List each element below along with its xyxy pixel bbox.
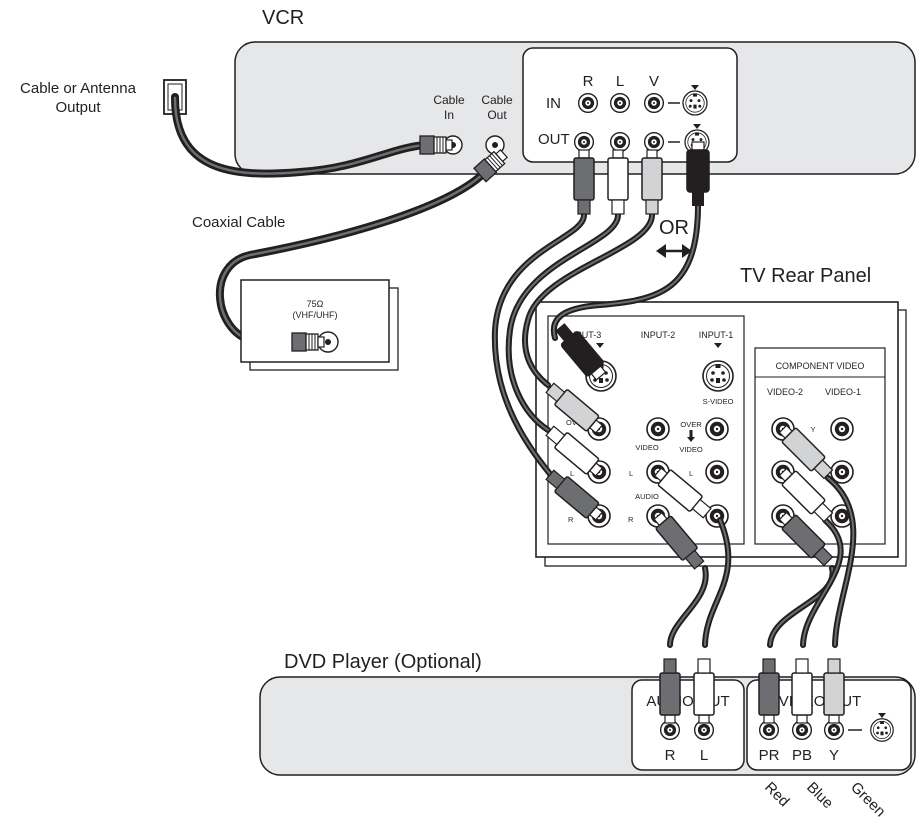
tv-video2-label: VIDEO-2 — [767, 387, 803, 397]
tv-title: TV Rear Panel — [740, 265, 871, 287]
dvd-video-out-label: VIDEO OUT — [779, 693, 862, 710]
tv-video1-label: VIDEO-1 — [825, 387, 861, 397]
vcr-in-v-jack[interactable] — [643, 92, 665, 114]
dvd-pr-label: PR — [759, 747, 780, 764]
tv-video-label: VIDEO — [635, 443, 659, 452]
tv-overvideo-video: VIDEO — [679, 445, 703, 454]
antenna-input-panel: 75Ω (VHF/UHF) — [240, 279, 399, 371]
vcr-col-r: R — [583, 73, 594, 90]
vcr-out-r-jack[interactable] — [573, 131, 595, 153]
dvd-audio-l-plug — [693, 658, 715, 724]
tv-l-label-1: L — [570, 469, 574, 478]
color-label-blue: Blue — [803, 779, 836, 812]
tv-video1-y-jack[interactable] — [830, 417, 854, 441]
dvd-y-plug — [823, 658, 845, 724]
tv-input1-audio-l-jack[interactable] — [705, 460, 729, 484]
vcr-col-l: L — [616, 73, 624, 90]
dvd-audio-r-plug — [659, 658, 681, 724]
tv-input1-video-jack[interactable] — [705, 417, 729, 441]
vcr-unit: VCR Cable In Cable Out R L V IN OUT — [234, 7, 916, 175]
antenna-panel-ohm: 75Ω — [307, 299, 324, 309]
rca-cables-vcr-tv — [491, 202, 701, 483]
vcr-in-l-jack[interactable] — [609, 92, 631, 114]
vcr-cable-out-label-2: Out — [487, 108, 507, 122]
vcr-out-l-jack[interactable] — [609, 131, 631, 153]
tv-input2-video-jack[interactable] — [646, 417, 670, 441]
coax-label: Coaxial Cable — [192, 214, 285, 231]
vcr-out-svideo-plug — [686, 141, 710, 207]
vcr-out-v-plug — [641, 149, 663, 215]
or-label: OR — [659, 217, 689, 239]
tv-l-label-3: L — [689, 469, 693, 478]
vcr-col-v: V — [649, 73, 659, 90]
vcr-out-v-jack[interactable] — [643, 131, 665, 153]
tv-input1-svideo-jack[interactable] — [702, 360, 734, 392]
tv-y-label: Y — [810, 425, 815, 434]
vcr-cable-in-label-1: Cable — [433, 93, 465, 107]
antenna-panel-band: (VHF/UHF) — [293, 310, 338, 320]
dvd-player: DVD Player (Optional) AUDIO OUT VIDEO OU… — [259, 651, 916, 776]
tv-svideo-label: S-VIDEO — [703, 397, 734, 406]
dvd-y-label: Y — [829, 747, 839, 764]
tv-overvideo-over: OVER — [680, 420, 702, 429]
dvd-title: DVD Player (Optional) — [284, 651, 482, 673]
dvd-svideo-jack[interactable] — [870, 718, 894, 742]
color-label-green: Green — [847, 779, 889, 821]
antenna-label-2: Output — [55, 99, 101, 116]
tv-r-label-2: R — [628, 515, 634, 524]
tv-over-arrow-icon — [687, 430, 695, 442]
vcr-out-l-plug — [607, 149, 629, 215]
tv-input3-label: INPUT-3 — [567, 330, 602, 340]
tv-input2-label: INPUT-2 — [641, 330, 676, 340]
dvd-audio-out-label: AUDIO OUT — [646, 693, 729, 710]
vcr-cable-out-label-1: Cable — [481, 93, 513, 107]
vcr-rear-panel — [522, 47, 738, 163]
tv-rear-panel: TV Rear Panel INPUT-3 INPUT-2 INPUT-1 S-… — [535, 265, 907, 567]
vcr-cable-in-label-2: In — [444, 108, 454, 122]
vcr-title: VCR — [262, 7, 304, 29]
dvd-pr-plug — [758, 658, 780, 724]
dvd-pb-plug — [791, 658, 813, 724]
vcr-in-r-jack[interactable] — [577, 92, 599, 114]
color-label-red: Red — [761, 779, 792, 810]
vcr-in-label: IN — [546, 95, 561, 112]
antenna-wall-plate: Cable or Antenna Output — [20, 79, 187, 116]
vcr-in-svideo-jack[interactable] — [682, 90, 708, 116]
tv-r-label-1: R — [568, 515, 574, 524]
or-double-arrow-icon — [656, 244, 692, 258]
dvd-r-label: R — [665, 747, 676, 764]
tv-component-label: COMPONENT VIDEO — [776, 361, 865, 371]
vcr-out-label: OUT — [538, 131, 570, 148]
dvd-pb-label: PB — [792, 747, 812, 764]
tv-l-label-2: L — [629, 469, 633, 478]
vcr-out-r-plug — [573, 149, 595, 215]
dvd-l-label: L — [700, 747, 708, 764]
antenna-label-1: Cable or Antenna — [20, 80, 137, 97]
tv-audio-label: AUDIO — [635, 492, 659, 501]
tv-input1-label: INPUT-1 — [699, 330, 734, 340]
rca-cables-dvd-tv — [667, 475, 857, 648]
